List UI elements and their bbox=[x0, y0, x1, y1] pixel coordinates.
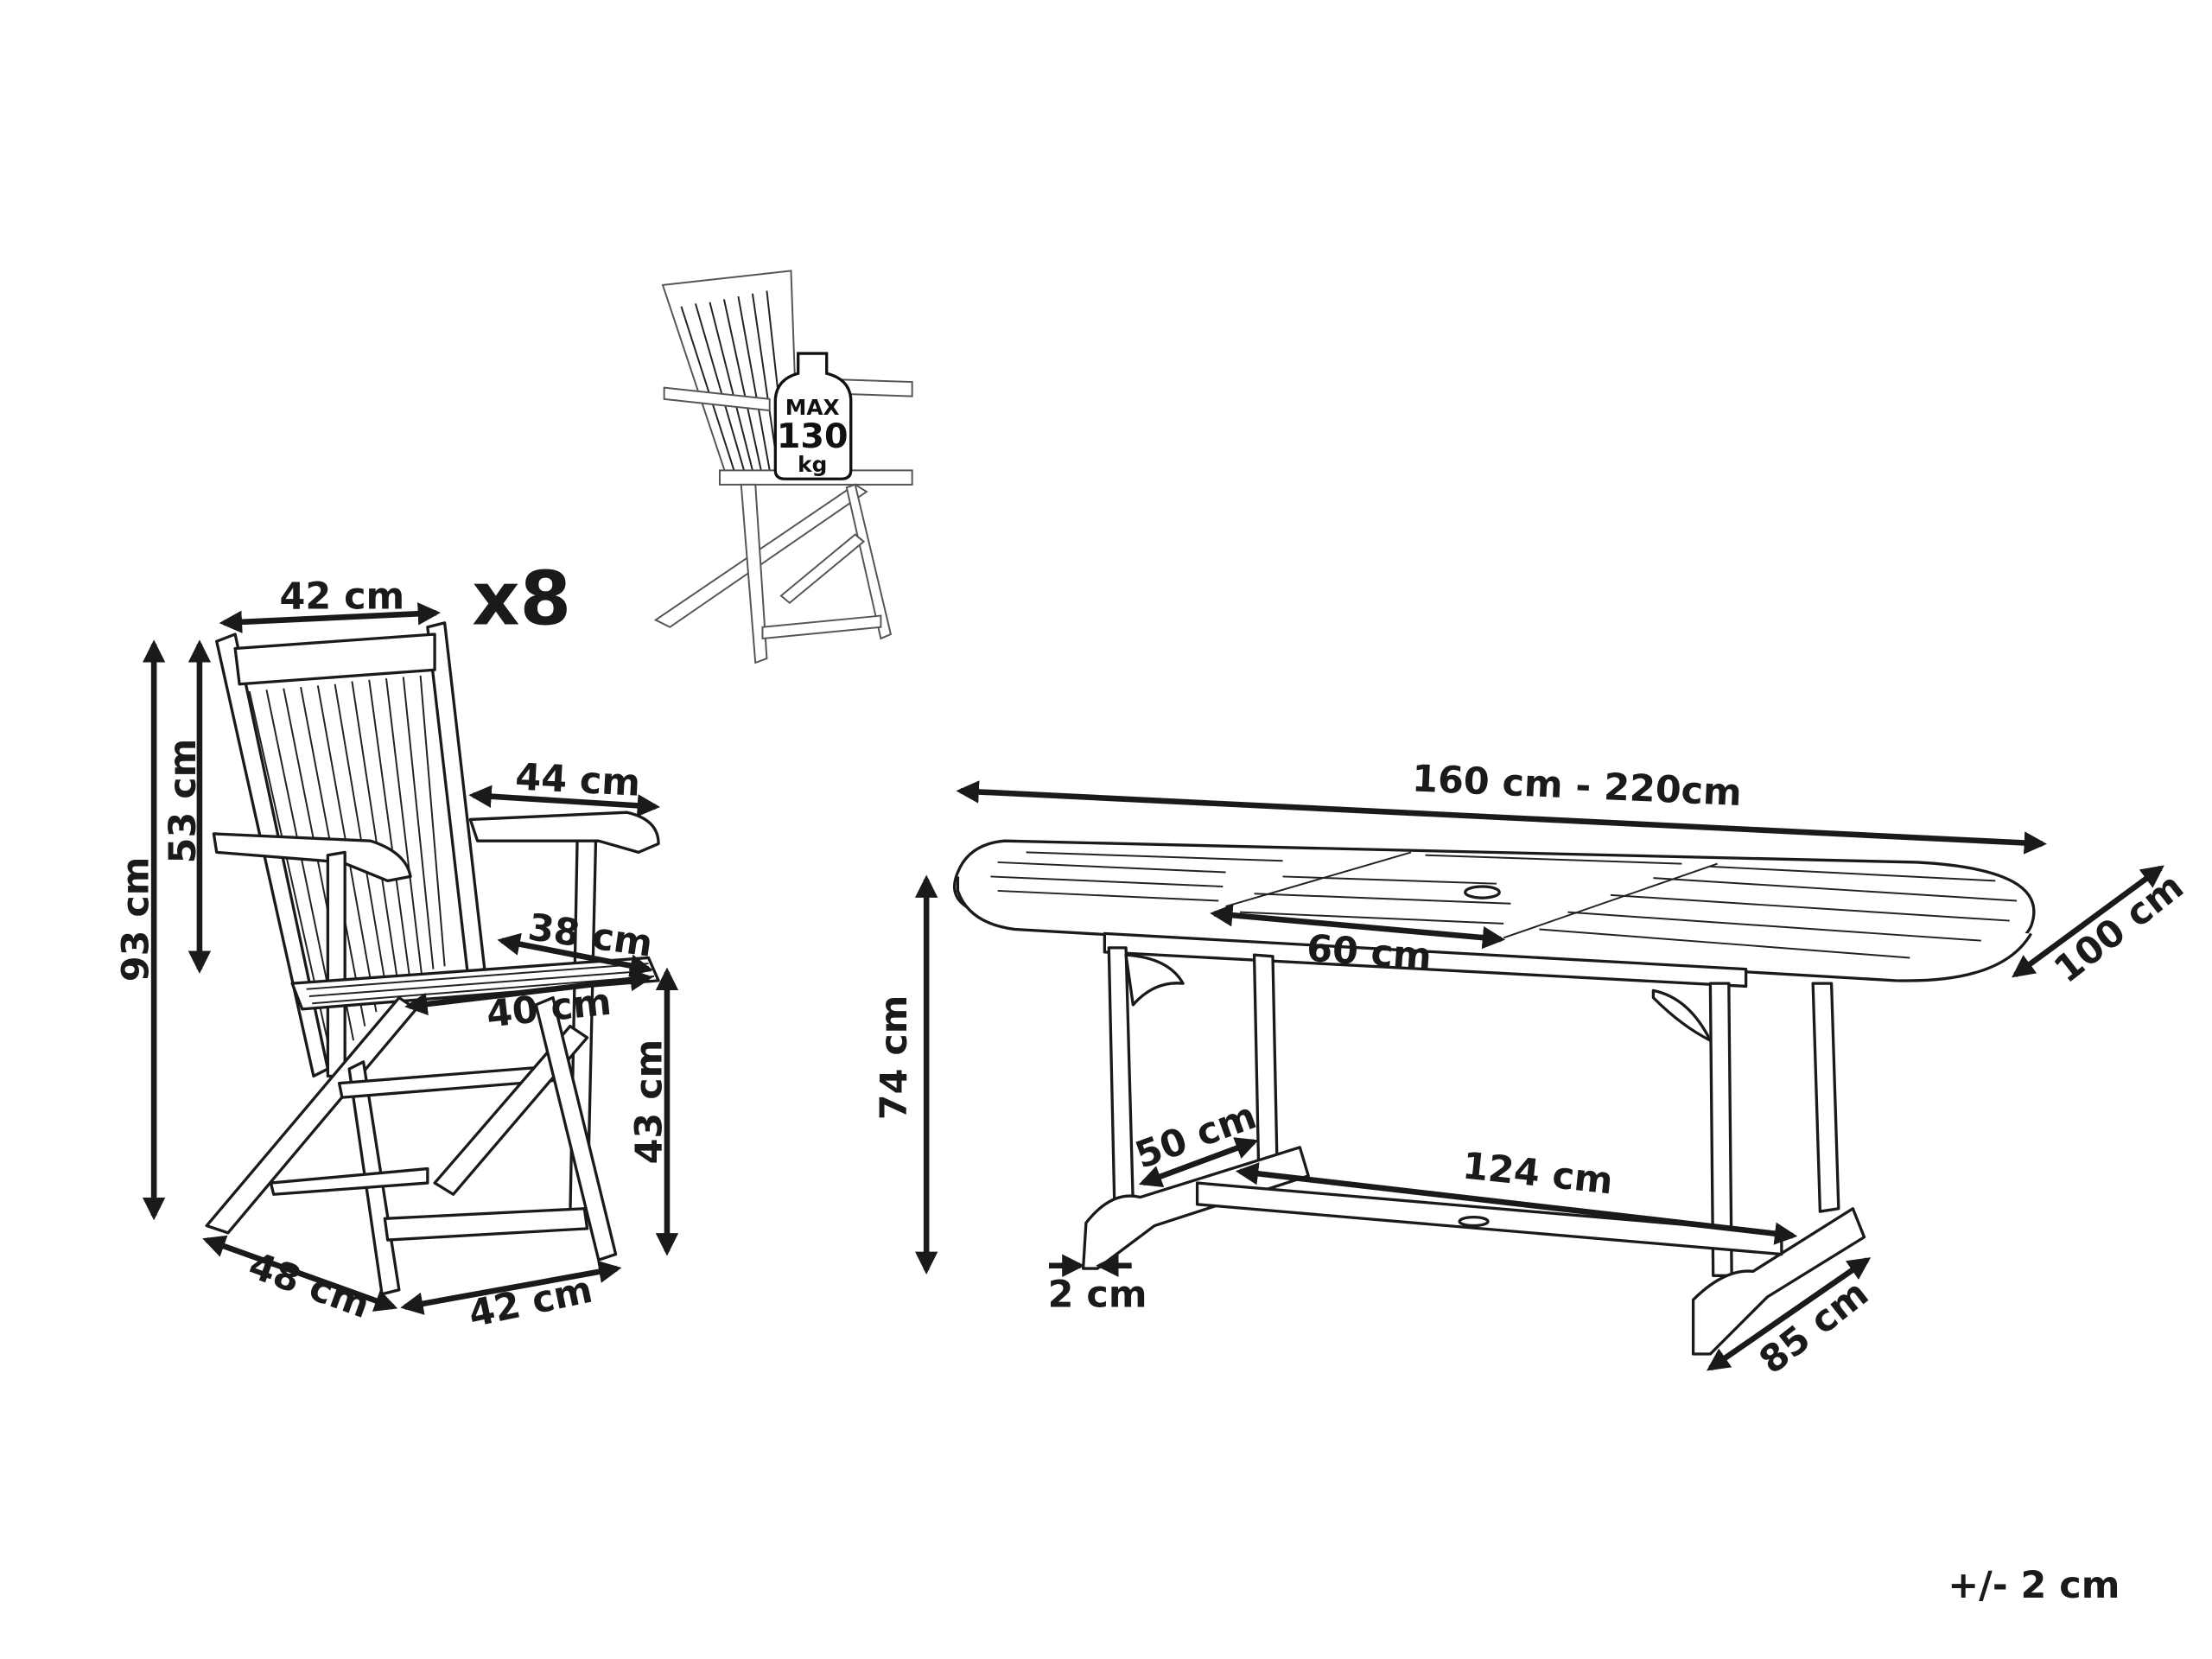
chair-back-height-label: 53 cm bbox=[162, 739, 205, 864]
chair-total-height-label: 93 cm bbox=[115, 857, 158, 982]
weight-icon: MAX 130 kg bbox=[773, 352, 853, 480]
max-load-label: MAX bbox=[785, 395, 840, 420]
chair-seat-depth-label: 38 cm bbox=[525, 906, 655, 966]
table-stretcher-label: 124 cm bbox=[1460, 1144, 1615, 1203]
table-extension-label: 60 cm bbox=[1306, 927, 1433, 979]
chair-seat-height-label: 43 cm bbox=[627, 1039, 671, 1165]
table-length-label: 160 cm - 220cm bbox=[1411, 757, 1743, 815]
chair-arm-depth-label: 44 cm bbox=[514, 755, 641, 805]
chair-back-width-label: 42 cm bbox=[280, 575, 405, 618]
table-height-label: 74 cm bbox=[873, 995, 916, 1121]
max-load-unit: kg bbox=[798, 452, 827, 477]
chair-quantity: x8 bbox=[472, 556, 571, 642]
chair-base-depth-label: 48 cm bbox=[243, 1244, 375, 1327]
chair-base-width-label: 42 cm bbox=[465, 1268, 596, 1337]
tolerance-note: +/- 2 cm bbox=[1948, 1564, 2120, 1607]
dimension-lines bbox=[142, 602, 2164, 1371]
table-width-label: 100 cm bbox=[2046, 865, 2191, 992]
table-foot-label: 2 cm bbox=[1048, 1274, 1147, 1317]
max-load-value: 130 bbox=[777, 416, 849, 456]
